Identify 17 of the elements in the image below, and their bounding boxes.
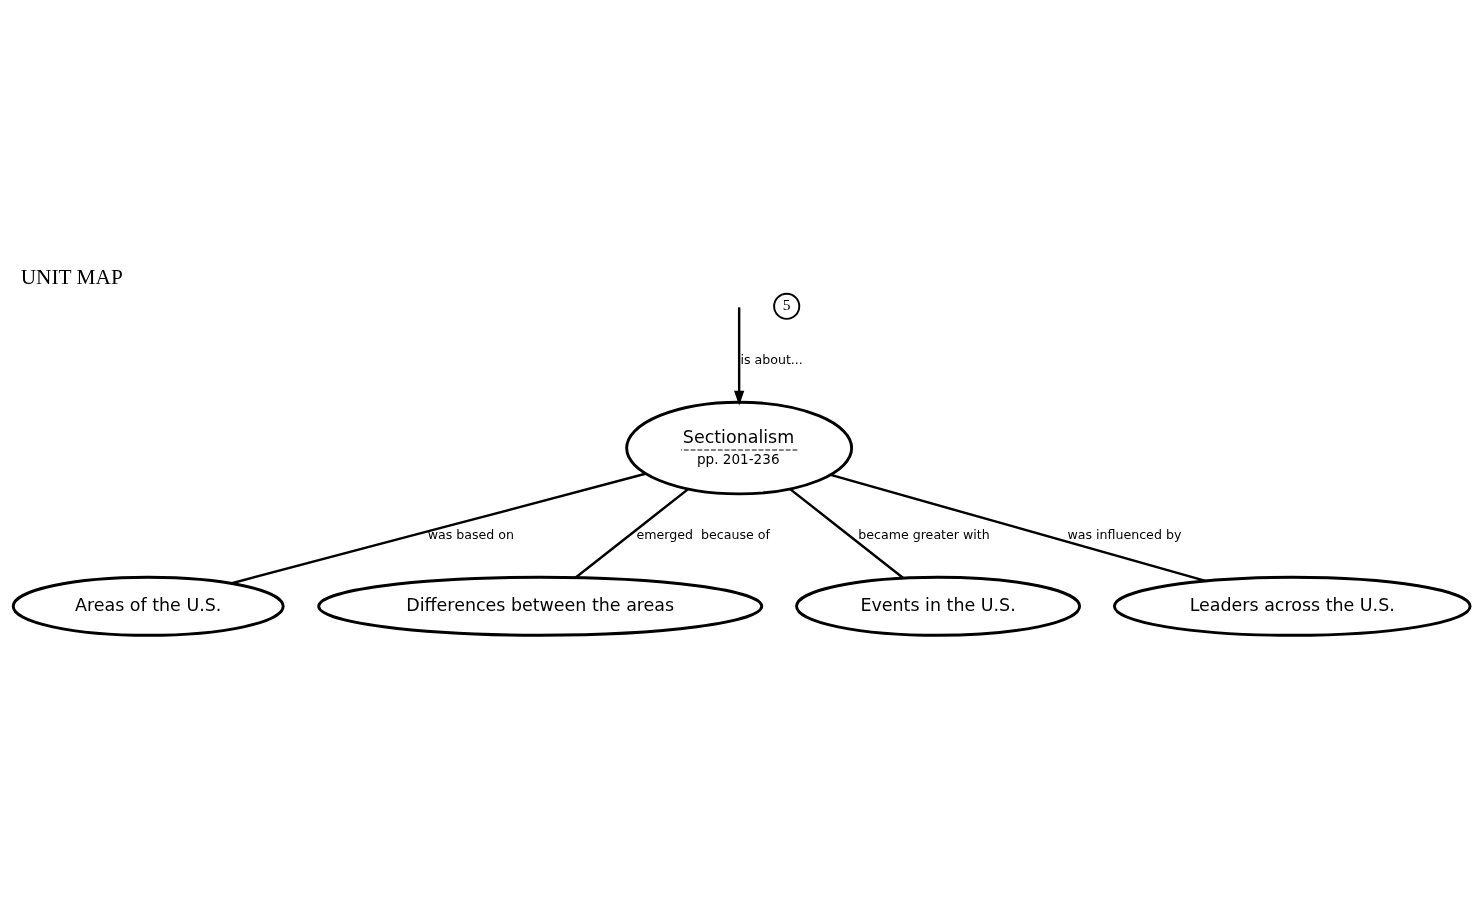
node-ellipse: Sectionalism pp. 201-236: [625, 400, 854, 496]
diagram-title: UNIT MAP: [20, 264, 123, 289]
edge-label: emerged because of: [636, 527, 770, 543]
edge-label: is about...: [740, 351, 803, 367]
edge-label: was influenced by: [1067, 527, 1182, 543]
node-ellipse: Areas of the U.S.: [11, 575, 285, 637]
connector: [574, 488, 689, 579]
connector: [830, 473, 1207, 583]
edge-label: became greater with: [858, 527, 990, 543]
connector: [789, 488, 905, 580]
node-ellipse: Events in the U.S.: [795, 575, 1082, 637]
edge-label: was based on: [427, 527, 515, 543]
arrow: [734, 307, 745, 406]
connector: [230, 472, 646, 585]
node-ellipse: Differences between the areas: [317, 575, 764, 637]
node-ellipse: Leaders across the U.S.: [1112, 575, 1472, 637]
label: 5: [782, 295, 791, 313]
